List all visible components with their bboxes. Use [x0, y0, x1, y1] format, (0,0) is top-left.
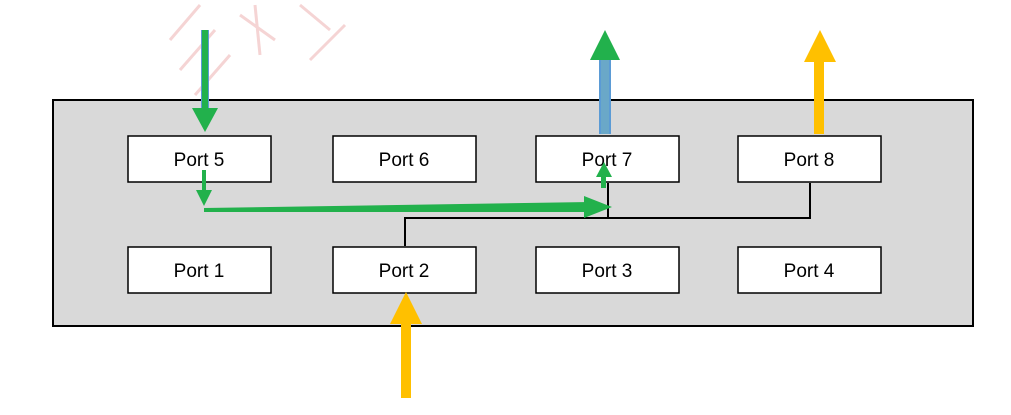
port-4-label: Port 4: [784, 261, 835, 282]
green-egress-arrow: [590, 30, 620, 134]
yellow-egress-arrow: [804, 30, 836, 134]
port-3-label: Port 3: [582, 261, 633, 282]
green-internal-down-arrow: [196, 170, 212, 206]
green-ingress-arrow: [192, 30, 218, 132]
port-7-label: Port 7: [582, 150, 633, 171]
port-port-8: Port 8: [737, 135, 882, 183]
yellow-ingress-arrow: [390, 292, 422, 398]
port-5-label: Port 5: [174, 150, 225, 171]
port-port-5: Port 5: [127, 135, 272, 183]
port-port-2: Port 2: [332, 246, 477, 294]
port-port-6: Port 6: [332, 135, 477, 183]
port-2-label: Port 2: [379, 261, 430, 282]
watermark: [168, 3, 347, 96]
port-6-label: Port 6: [379, 150, 430, 171]
port-port-1: Port 1: [127, 246, 272, 294]
port-1-label: Port 1: [174, 261, 225, 282]
port-port-4: Port 4: [737, 246, 882, 294]
port-port-3: Port 3: [535, 246, 680, 294]
port-8-label: Port 8: [784, 150, 835, 171]
green-internal-up-arrow: [596, 162, 612, 188]
green-internal-flow-arrow: [204, 196, 612, 218]
